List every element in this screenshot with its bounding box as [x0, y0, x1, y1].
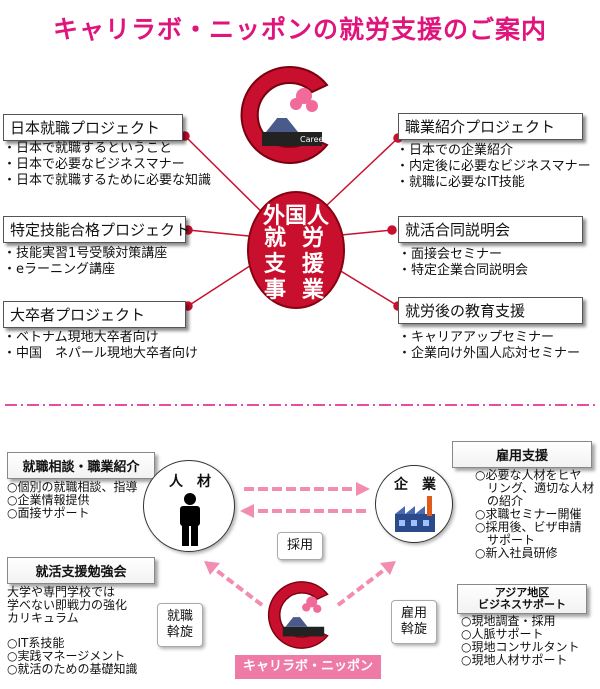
career-lab-logo-small: [267, 581, 329, 649]
list-asia-business: 現地調査・採用人脈サポート現地コンサルタント現地人材サポート: [461, 615, 579, 667]
project-box-placement[interactable]: 職業紹介プロジェクト: [398, 113, 583, 140]
person-label: 人 材: [169, 474, 211, 490]
list-job-consult: 個別の就職相談、指導企業情報提供面接サポート: [7, 481, 137, 520]
list-employment-support: ○必要な人材をヒヤ リング、適切な人材 の紹介 ○求職セミナー開催 ○採用後、ビ…: [475, 468, 595, 560]
center-line1: 外国人: [262, 204, 329, 229]
section-divider: [5, 404, 595, 406]
project-list-fair: 面接会セミナー特定企業合同説明会: [398, 247, 528, 279]
project-list-skill: 技能実習1号受験対策講座eラーニング講座: [3, 246, 167, 278]
project-box-graduate[interactable]: 大卒者プロジェクト: [3, 301, 186, 328]
bottom-banner: キャリラボ・ニッポン: [235, 655, 381, 679]
project-box-japan-job[interactable]: 日本就職プロジェクト: [3, 114, 183, 141]
hiring-arrows: [240, 482, 370, 518]
hiring-badge: 採用: [277, 532, 323, 560]
project-list-placement: 日本での企業紹介内定後に必要なビジネスマナー就職に必要なIT技能: [396, 143, 591, 191]
project-box-skill[interactable]: 特定技能合格プロジェクト: [3, 216, 190, 243]
page-title: キャリラボ・ニッポンの就労支援のご案内: [52, 15, 547, 44]
project-box-education[interactable]: 就労後の教育支援: [398, 297, 583, 324]
company-label: 企 業: [394, 477, 436, 493]
project-list-japan-job: 日本で就職するということ日本で必要なビジネスマナー日本で就職するために必要な知識: [3, 141, 211, 189]
career-lab-logo: Career Lab: [240, 66, 342, 164]
diagonal-arrows: [204, 561, 396, 607]
project-list-education: キャリアアップセミナー企業向け外国人応対セミナー: [398, 330, 580, 362]
project-box-fair[interactable]: 就活合同説明会: [398, 216, 583, 243]
project-list-graduate: ベトナム現地大卒者向け中国 ネパール現地大卒者向け: [3, 330, 198, 362]
center-col-a: 就支事: [264, 226, 287, 303]
center-circle: 外国人 就支事 労援業: [246, 190, 346, 310]
list-study-group: IT系技能実践マネージメント就活のための基礎知識: [7, 637, 137, 676]
connector-dot: [387, 225, 397, 235]
employment-mediation-badge: 雇用斡旋: [391, 600, 437, 644]
logo-text: Career Lab: [300, 135, 342, 144]
company-circle: 企 業: [375, 465, 453, 543]
label-study-group[interactable]: 就活支援勉強会: [7, 557, 155, 584]
job-mediation-badge: 就職斡旋: [157, 603, 203, 647]
person-circle: 人 材: [143, 460, 235, 552]
person-icon: [180, 493, 200, 546]
study-group-intro: 大学や専門学校では学べない即戦力の強化カリキュラム: [7, 585, 128, 625]
label-job-consult[interactable]: 就職相談・職業紹介: [7, 452, 155, 479]
center-col-b: 労援業: [302, 226, 325, 303]
factory-icon: [395, 496, 435, 532]
label-employment-support[interactable]: 雇用支援: [452, 441, 592, 468]
label-asia-business[interactable]: アジア地区 ビジネスサポート: [457, 584, 587, 614]
